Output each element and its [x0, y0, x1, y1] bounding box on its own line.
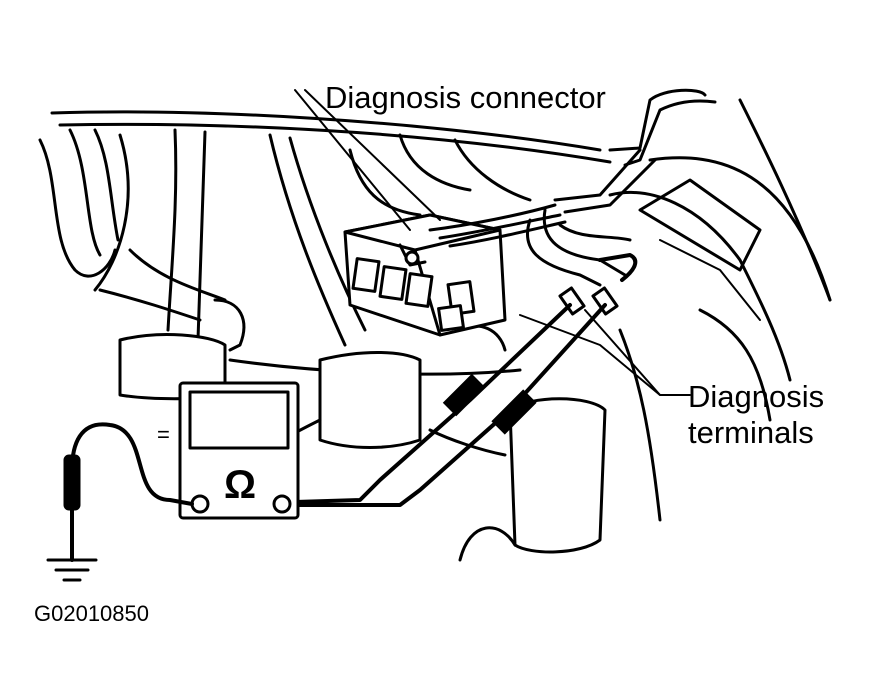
diagnosis-terminals-label-line2: terminals: [688, 415, 814, 450]
ground-lead: [46, 422, 194, 582]
meter-side-mark: =: [157, 422, 170, 447]
figure-id: G02010850: [34, 601, 149, 626]
ohm-symbol: Ω: [224, 463, 256, 507]
diagnosis-terminals: [558, 253, 638, 316]
meter-terminal-right: [272, 494, 292, 514]
diagnosis-connector-label: Diagnosis connector: [325, 80, 606, 115]
diagnosis-terminals-label-line1: Diagnosis: [688, 379, 824, 414]
meter-display: [188, 390, 290, 450]
ground-symbol: [46, 558, 98, 582]
meter-terminal-left: [190, 494, 210, 514]
diagnosis-connector: [343, 148, 657, 337]
ohmmeter: Ω =: [157, 381, 300, 520]
test-leads: [293, 303, 607, 507]
callout-leaders: [294, 89, 691, 396]
vehicle-structure: [38, 88, 832, 562]
